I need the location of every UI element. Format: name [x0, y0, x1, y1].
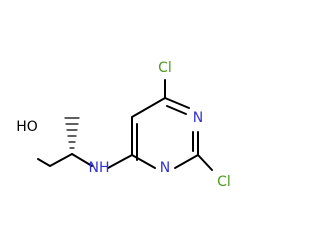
- bonds: [37, 79, 213, 171]
- label-cl-top: Cl: [158, 60, 172, 76]
- bond-c4-nh: [107, 154, 133, 169]
- atom-labels: HO NH N N Cl Cl: [16, 60, 231, 190]
- molecule-structure-diagram: HO NH N N Cl Cl: [16, 60, 231, 190]
- bond-c4-n3: [131, 154, 156, 169]
- bond-ch2-oh: [37, 158, 51, 167]
- label-n3: N: [160, 160, 170, 176]
- bond-n3-c2: [174, 154, 199, 169]
- bond-c2-cl: [197, 154, 213, 171]
- label-nh: NH: [89, 160, 110, 176]
- bond-n1-c6: [164, 97, 190, 109]
- bond-c6-c5: [131, 97, 166, 118]
- bond-nh-cchiral: [71, 153, 93, 167]
- bond-cchiral-ch2: [49, 153, 73, 167]
- label-cl-right: Cl: [217, 174, 231, 190]
- label-n1: N: [193, 110, 203, 126]
- hashed-wedge-bond: [64, 117, 80, 149]
- label-oh: HO: [16, 119, 38, 135]
- bond-n1-c6-double: [166, 105, 187, 115]
